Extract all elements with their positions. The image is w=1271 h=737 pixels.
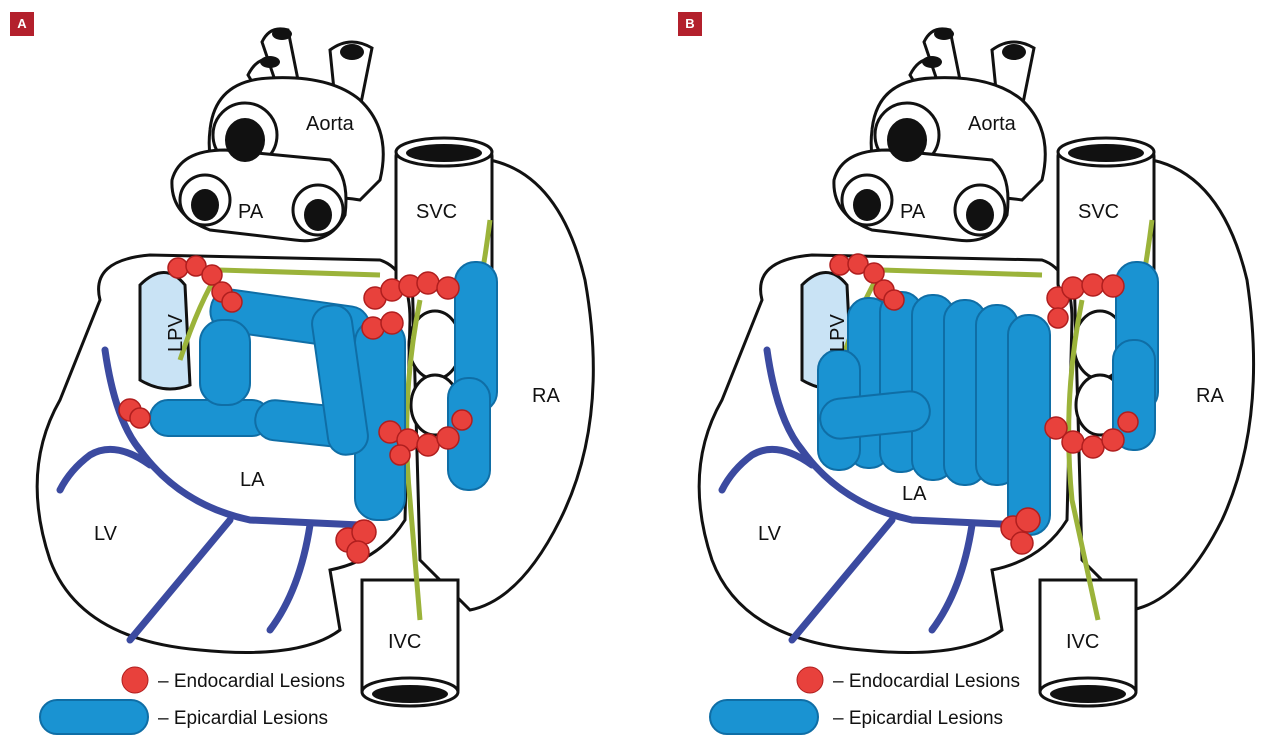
heart-diagram: Aorta PA SVC RA LA LV IVC LPV – Endocard… xyxy=(0,0,630,737)
label-pa: PA xyxy=(238,201,264,223)
legend-epicardial-swatch xyxy=(40,700,148,734)
panel-a: A xyxy=(0,0,630,737)
label-ivc: IVC xyxy=(388,631,421,653)
legend-endocardial-swatch xyxy=(797,667,823,693)
legend-endocardial-swatch xyxy=(122,667,148,693)
heart-diagram: Aorta PA SVC RA LA LV IVC LPV – Endocard… xyxy=(668,0,1271,737)
label-ra: RA xyxy=(1196,385,1224,407)
label-svc: SVC xyxy=(1078,201,1119,223)
legend: – Endocardial Lesions – Epicardial Lesio… xyxy=(710,667,1020,734)
label-la: LA xyxy=(240,469,265,491)
label-ra: RA xyxy=(532,385,560,407)
label-lpv: LPV xyxy=(827,314,849,352)
legend-epicardial-swatch xyxy=(710,700,818,734)
legend-endocardial-label: – Endocardial Lesions xyxy=(158,671,345,692)
label-ivc: IVC xyxy=(1066,631,1099,653)
legend: – Endocardial Lesions – Epicardial Lesio… xyxy=(40,667,345,734)
label-la: LA xyxy=(902,483,927,505)
label-lpv: LPV xyxy=(165,314,187,352)
label-svc: SVC xyxy=(416,201,457,223)
label-lv: LV xyxy=(758,523,782,545)
label-aorta: Aorta xyxy=(306,113,355,135)
panel-b: B xyxy=(668,0,1271,737)
legend-endocardial-label: – Endocardial Lesions xyxy=(833,671,1020,692)
legend-epicardial-label: – Epicardial Lesions xyxy=(158,708,328,729)
label-lv: LV xyxy=(94,523,118,545)
legend-epicardial-label: – Epicardial Lesions xyxy=(833,708,1003,729)
label-aorta: Aorta xyxy=(968,113,1017,135)
label-pa: PA xyxy=(900,201,926,223)
